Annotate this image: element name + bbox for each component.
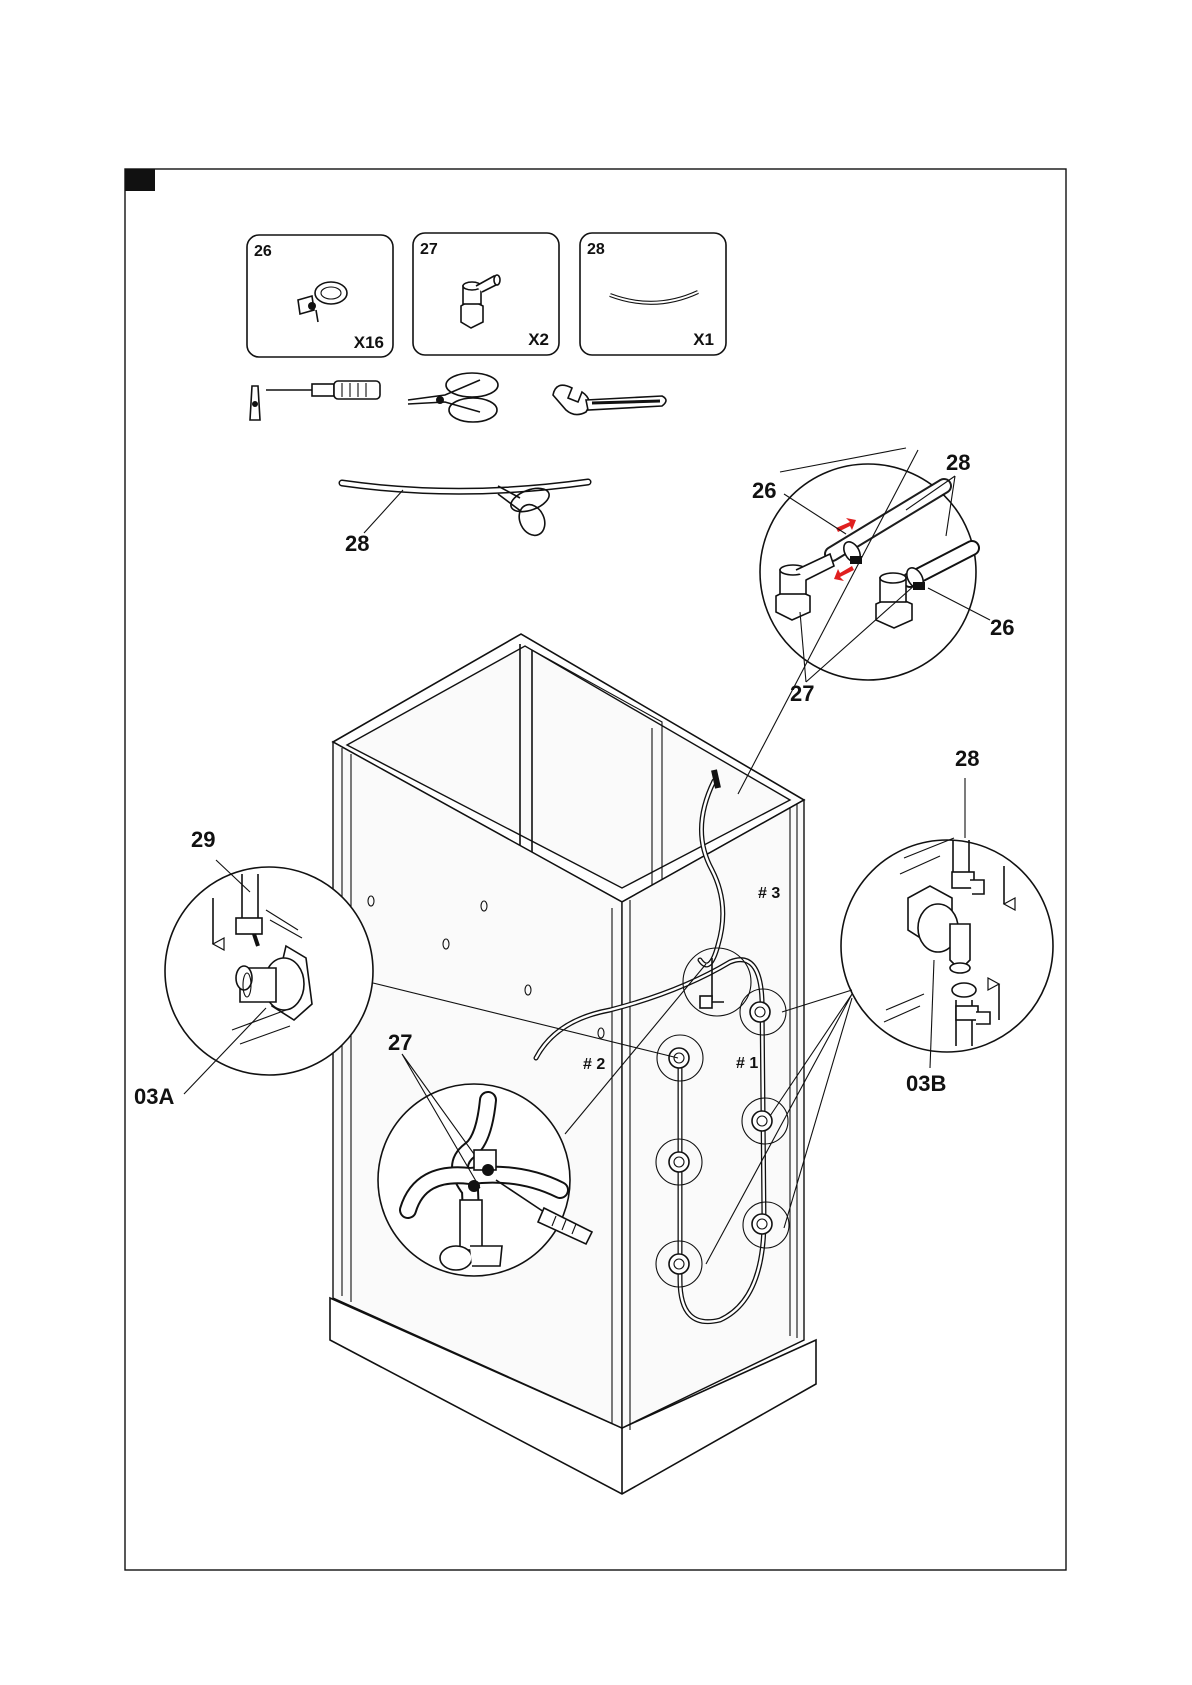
jet-label-2: # 2 — [583, 1056, 605, 1073]
elbow-fitting-icon — [461, 275, 500, 328]
part-quantity: X16 — [354, 333, 384, 352]
scissors-icon — [408, 373, 498, 422]
step-marker-box — [125, 169, 155, 191]
part-quantity: X1 — [693, 330, 714, 349]
callout-label: 28 — [946, 450, 970, 475]
jet-fitting — [752, 1214, 772, 1234]
part-number: 26 — [254, 243, 272, 260]
jet-fitting — [669, 1254, 689, 1274]
wrench-icon — [553, 385, 666, 414]
callout-label: 03B — [906, 1071, 946, 1096]
part-quantity: X2 — [528, 330, 549, 349]
callout-label: 26 — [990, 615, 1014, 640]
callout-label: 03A — [134, 1084, 174, 1109]
part-box-27: 27 X2 — [413, 233, 559, 355]
part-number: 28 — [587, 241, 605, 258]
part-box-28: 28 X1 — [580, 233, 726, 355]
jet-fitting — [752, 1111, 772, 1131]
part-number: 27 — [420, 241, 438, 258]
callout-label: 28 — [955, 746, 979, 771]
callout-label: 27 — [790, 681, 814, 706]
screwdriver-icon — [250, 381, 380, 420]
callout-label: 26 — [752, 478, 776, 503]
leader-line — [364, 490, 403, 533]
shower-enclosure: # 3 # 2 # 1 — [330, 634, 816, 1494]
jet-label-1: # 1 — [736, 1055, 758, 1072]
jet-fitting — [750, 1002, 770, 1022]
callout-label: 28 — [345, 531, 369, 556]
part-box-26: 26 X16 — [247, 235, 393, 357]
jet-label-3: # 3 — [758, 885, 780, 902]
detail-top-right: 28 26 26 27 — [738, 448, 1014, 794]
jet-fitting — [669, 1048, 689, 1068]
callout-label: 27 — [388, 1030, 412, 1055]
callout-label: 29 — [191, 827, 215, 852]
hose-clamp-icon — [298, 282, 347, 322]
jet-fitting — [669, 1152, 689, 1172]
hose-cut-illustration: 28 — [342, 482, 588, 556]
